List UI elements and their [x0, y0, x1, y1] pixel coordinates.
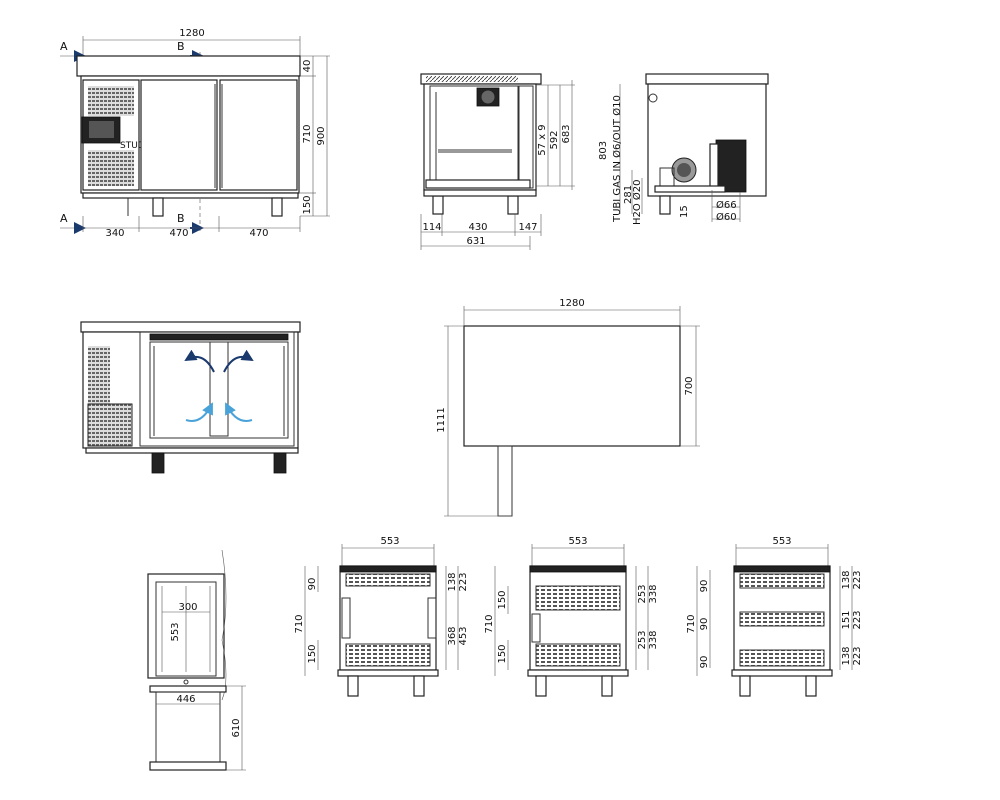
vent-grille-bottom [88, 150, 134, 186]
config3-r6: 223 [852, 646, 863, 665]
drawer-inner-height: 553 [170, 622, 181, 641]
leg [659, 195, 671, 215]
config2-r4: 338 [648, 630, 659, 649]
condenser [715, 139, 747, 193]
door-2-width: 470 [249, 228, 268, 239]
airflow-view [80, 321, 301, 474]
drawer-inner-width: 300 [178, 602, 197, 613]
config1-width: 553 [380, 536, 399, 547]
config3-g3: 90 [699, 656, 710, 669]
config2-top-gap: 150 [497, 590, 508, 609]
front-view: 1280 A B A B STUDIO54 [60, 28, 330, 239]
config1-top-gap: 90 [307, 578, 318, 591]
config1-r3: 368 [447, 626, 458, 645]
config1-height: 710 [294, 614, 305, 633]
leg [151, 452, 165, 474]
section-b-top: B [177, 40, 185, 53]
leg [347, 675, 359, 697]
pipe-2: Ø60 [716, 211, 737, 223]
leg [507, 195, 519, 215]
config3-width: 553 [772, 536, 791, 547]
inner-depth: 430 [468, 222, 487, 233]
compartment-width: 340 [105, 228, 124, 239]
plan-depth: 700 [684, 376, 695, 395]
drawer-height: 610 [231, 718, 242, 737]
leg [739, 675, 751, 697]
leg [413, 675, 425, 697]
gas-height: 281 [623, 185, 634, 204]
config1-r2: 223 [458, 572, 469, 591]
side-view: 803 TUBI GAS IN Ø6/OUT Ø10 281 H2O Ø20 1… [598, 73, 769, 225]
plan-total-depth: 1111 [436, 407, 447, 432]
section-view: 57 x 9 592 683 114 430 147 631 [420, 73, 575, 250]
config3-r2: 223 [852, 570, 863, 589]
right-offset: 147 [518, 222, 537, 233]
side-height: 803 [598, 141, 609, 160]
leg [432, 195, 444, 215]
door-right [219, 79, 298, 191]
section-a-top: A [60, 40, 68, 53]
door-1-width: 470 [169, 228, 188, 239]
config3-height: 710 [686, 614, 697, 633]
leg [273, 452, 287, 474]
plan-width: 1280 [559, 298, 584, 309]
vent-grille [88, 346, 110, 404]
front-width-label: 1280 [179, 28, 204, 39]
outer-height: 683 [561, 124, 572, 143]
config3-r3: 151 [841, 610, 852, 629]
drawer-config-3: 553 710 90 90 90 138 223 151 223 138 223 [686, 536, 863, 697]
left-offset: 114 [422, 222, 441, 233]
config3-r5: 138 [841, 646, 852, 665]
drain-offset: 15 [679, 205, 690, 218]
drawer-config-1: 553 710 90 150 138 223 368 453 [294, 536, 469, 697]
plan-view: 1280 700 1111 [436, 298, 700, 517]
top-thickness: 40 [302, 60, 313, 73]
config2-r1: 253 [637, 584, 648, 603]
leg [805, 675, 817, 697]
config2-width: 553 [568, 536, 587, 547]
config2-r3: 253 [637, 630, 648, 649]
grid-spec: 57 x 9 [537, 124, 548, 155]
pipe-1: Ø66 [716, 199, 737, 211]
config3-g2: 90 [699, 618, 710, 631]
gas-tubes-label: TUBI GAS IN Ø6/OUT Ø10 [611, 95, 623, 223]
section-a-bottom: A [60, 212, 68, 225]
total-height: 900 [316, 126, 327, 145]
water-label: H2O Ø20 [631, 179, 643, 225]
leg [601, 675, 613, 697]
config3-g1: 90 [699, 580, 710, 593]
door-left [140, 79, 218, 191]
body-height: 710 [302, 124, 313, 143]
config2-r2: 338 [648, 584, 659, 603]
leg [152, 197, 164, 217]
config3-r4: 223 [852, 610, 863, 629]
inner-height: 592 [549, 130, 560, 149]
config1-r1: 138 [447, 572, 458, 591]
total-depth: 631 [466, 236, 485, 247]
center-evaporator [209, 341, 229, 437]
config3-r1: 138 [841, 570, 852, 589]
config2-height: 710 [484, 614, 495, 633]
drawer-detail: 300 553 446 610 [147, 549, 246, 771]
vent-grille-top [88, 86, 134, 116]
drawer-outer-width: 446 [176, 694, 195, 705]
config1-bottom-gap: 150 [307, 644, 318, 663]
config1-r4: 453 [458, 626, 469, 645]
config2-bottom-gap: 150 [497, 644, 508, 663]
leg [535, 675, 547, 697]
drawer-config-2: 553 710 150 150 253 338 253 338 [484, 536, 659, 697]
section-b-bottom: B [177, 212, 185, 225]
leg [271, 197, 283, 217]
leg-height: 150 [302, 195, 313, 214]
